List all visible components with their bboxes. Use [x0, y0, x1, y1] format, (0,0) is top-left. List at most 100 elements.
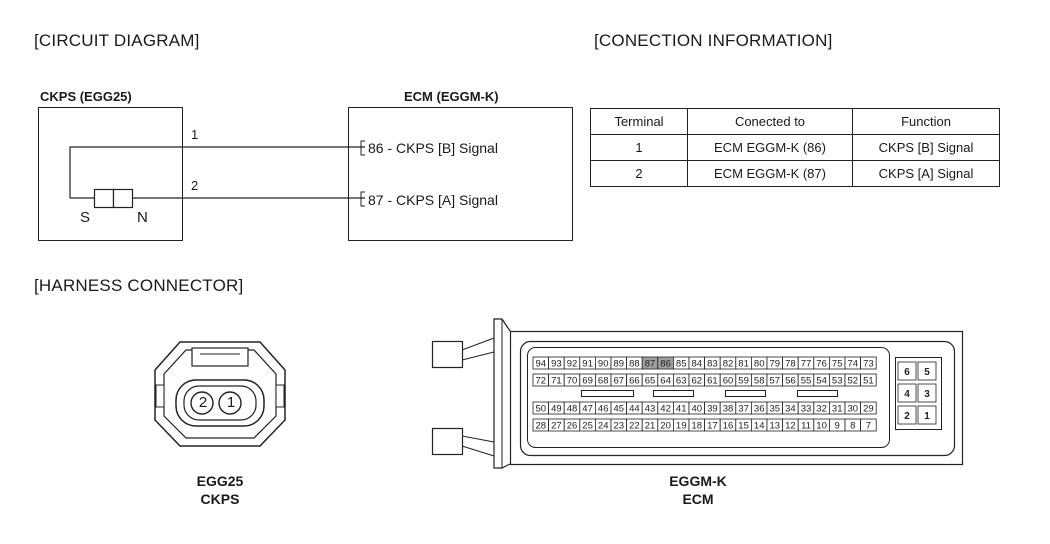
ecm-aux-pin-cell: [917, 361, 937, 381]
ckps-pin1-socket: [218, 391, 242, 415]
ecm-body-outer: [509, 330, 964, 466]
ecm-pin-label: 8: [850, 421, 855, 432]
ecm-terminal-86: [360, 140, 365, 156]
ecm-body-inner: [519, 340, 956, 457]
ecm-pin-cell: [860, 356, 877, 370]
ecm-pin-label: 18: [692, 421, 703, 432]
ecm-aux-pin-cell: [917, 383, 937, 403]
ecm-pin-label: 40: [692, 404, 703, 415]
ecm-pin-label: 54: [816, 376, 827, 387]
ecm-pin-label: 21: [645, 421, 656, 432]
table-row: 1 ECM EGGM-K (86) CKPS [B] Signal: [590, 134, 1000, 161]
ecm-connector-code: EGGM-K: [669, 473, 727, 489]
ecm-aux-pin-label: 3: [924, 389, 930, 400]
ecm-pin-label: 91: [582, 359, 593, 370]
ecm-pin-label: 73: [863, 359, 874, 370]
function-cell: CKPS [A] Signal: [852, 160, 1000, 187]
terminal-cell: 1: [590, 134, 688, 161]
ecm-aux-pin-label: 4: [904, 389, 910, 400]
ecm-aux-pin-cell: [897, 405, 917, 425]
wire-pin1: [69, 146, 365, 198]
table-header-row: Terminal Conected to Function: [590, 108, 1000, 135]
connection-info-heading: [CONECTION INFORMATION]: [594, 31, 833, 50]
ecm-pin-label: 63: [676, 376, 687, 387]
ecm-pin-label: 42: [660, 404, 671, 415]
ecm-pin87-label: 87 - CKPS [A] Signal: [368, 192, 498, 208]
ecm-pin-label: 12: [785, 421, 796, 432]
ecm-pin-label: 94: [536, 359, 547, 370]
ecm-pin-label: 48: [567, 404, 578, 415]
ecm-pin-label: 15: [738, 421, 749, 432]
ecm-pin-label: 16: [723, 421, 734, 432]
connected-to-cell: ECM EGGM-K (86): [687, 134, 853, 161]
ecm-title: ECM (EGGM-K): [404, 89, 499, 104]
ecm-pin-label: 67: [614, 376, 625, 387]
ecm-pin-label: 14: [754, 421, 765, 432]
ecm-pin-label: 7: [866, 421, 871, 432]
circuit-diagram-heading: [CIRCUIT DIAGRAM]: [34, 31, 200, 50]
ecm-pin-label: 71: [551, 376, 562, 387]
ecm-pin-label: 39: [707, 404, 718, 415]
ecm-pin-label: 81: [738, 359, 749, 370]
ecm-pin86-label: 86 - CKPS [B] Signal: [368, 140, 498, 156]
key-slot: [653, 390, 694, 397]
ecm-pin-label: 69: [582, 376, 593, 387]
ecm-pin-label: 36: [754, 404, 765, 415]
col-terminal: Terminal: [590, 108, 688, 135]
ecm-pin-label: 65: [645, 376, 656, 387]
ecm-pin-label: 38: [723, 404, 734, 415]
ckps-tab-right: [275, 384, 285, 408]
ecm-pin-label: 77: [801, 359, 812, 370]
ecm-box: [348, 107, 573, 241]
pole-n-label: N: [137, 209, 148, 226]
ecm-pin-label: 29: [863, 404, 874, 415]
ecm-pin-label: 52: [848, 376, 859, 387]
ecm-aux-pin-cell: [897, 361, 917, 381]
ecm-pin-label: 55: [801, 376, 812, 387]
ecm-pin-cell: [860, 418, 877, 432]
ecm-pin-label: 51: [863, 376, 874, 387]
ecm-pin-label: 46: [598, 404, 609, 415]
ecm-pin-label: 68: [598, 376, 609, 387]
ecm-aux-pin-label: 5: [924, 367, 930, 378]
ecm-connector-name: ECM: [682, 491, 714, 507]
ecm-pin-label: 74: [848, 359, 859, 370]
ecm-pin-label: 66: [629, 376, 640, 387]
ecm-pin-label: 53: [832, 376, 843, 387]
ecm-pin-label: 83: [707, 359, 718, 370]
ecm-pin-label: 34: [785, 404, 796, 415]
ecm-pin-label: 61: [707, 376, 718, 387]
ecm-pin-label: 59: [738, 376, 749, 387]
ecm-pin-label: 30: [848, 404, 859, 415]
key-slot: [725, 390, 766, 397]
sensor-box: [38, 107, 183, 241]
ecm-pin-label: 31: [832, 404, 843, 415]
ecm-pin-label: 79: [770, 359, 781, 370]
ecm-pin-label: 43: [645, 404, 656, 415]
ecm-pin-label: 84: [692, 359, 703, 370]
ecm-pin-label: 13: [770, 421, 781, 432]
ecm-pin-label: 80: [754, 359, 765, 370]
ecm-pin-label: 17: [707, 421, 718, 432]
ckps-connector: [154, 341, 286, 447]
ckps-connector-caption: EGG25 CKPS: [170, 472, 270, 508]
terminal-cell: 2: [590, 160, 688, 187]
ecm-pin-label: 32: [816, 404, 827, 415]
ecm-pin-label: 47: [582, 404, 593, 415]
pole-s-label: S: [80, 209, 91, 226]
ecm-pin-label: 25: [582, 421, 593, 432]
ecm-pin-label: 89: [614, 359, 625, 370]
ecm-pin-label: 23: [614, 421, 625, 432]
ecm-pin-label: 64: [660, 376, 671, 387]
harness-connector-heading: [HARNESS CONNECTOR]: [34, 276, 244, 295]
pin1-label: 1: [191, 127, 199, 142]
sensor-element-n: [112, 188, 134, 209]
ecm-pin-label: 72: [536, 376, 547, 387]
ecm-pin-cell: [860, 401, 877, 415]
ecm-pin-label: 90: [598, 359, 609, 370]
ecm-flange: [493, 318, 511, 469]
ecm-pin-label: 20: [660, 421, 671, 432]
